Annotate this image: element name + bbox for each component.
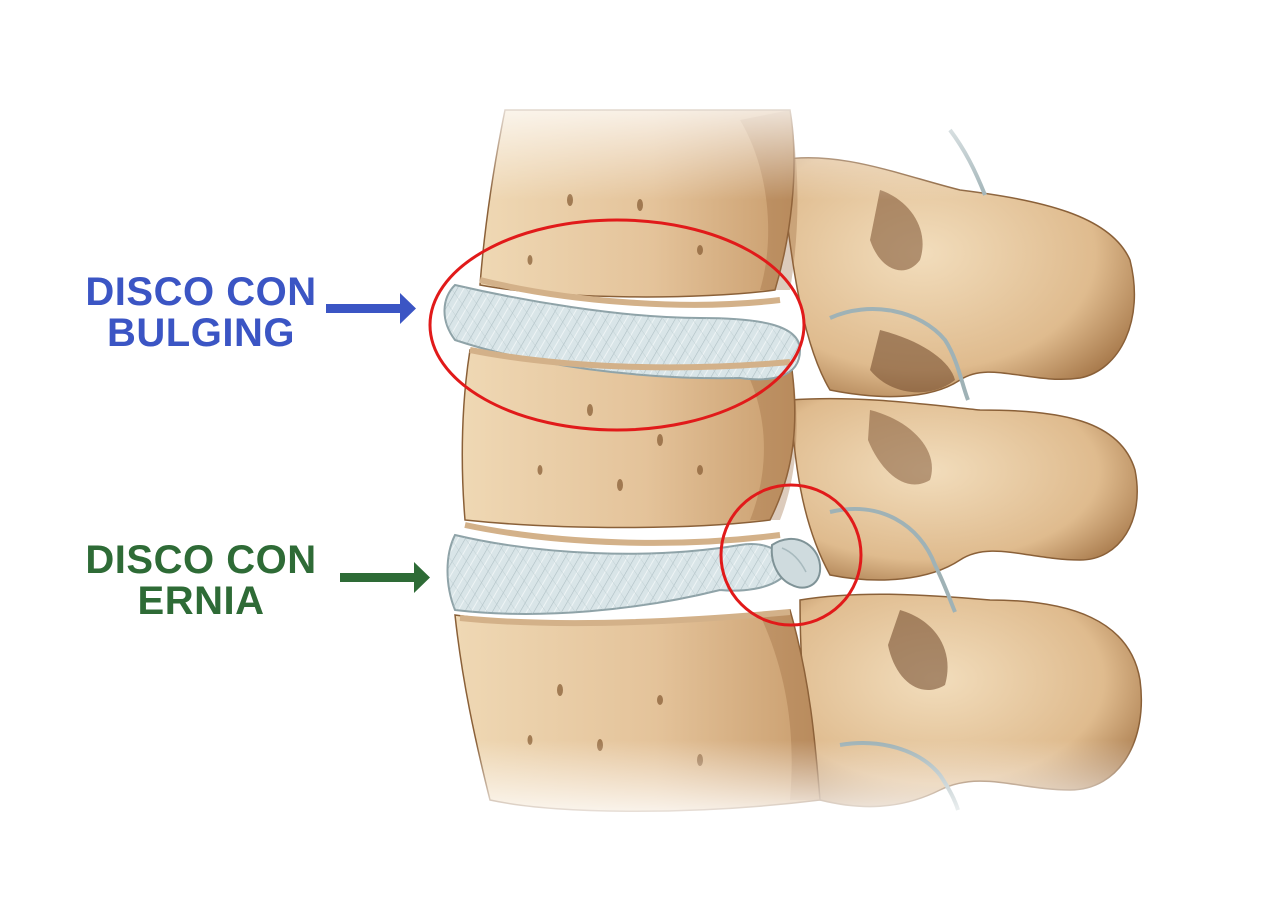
bulging-disc-label: DISCO CON BULGING	[70, 272, 332, 354]
hernia-highlight-ring	[719, 483, 863, 627]
arrow-right-icon	[326, 293, 416, 324]
ernia-label-line2: ERNIA	[137, 579, 265, 623]
herniated-disc	[446, 522, 822, 627]
bulging-disc	[443, 277, 802, 381]
ernia-label-line1: DISCO CON	[85, 538, 317, 582]
bulging-label-line2: BULGING	[107, 311, 295, 355]
bulging-label-line1: DISCO CON	[85, 270, 317, 314]
vertebral-bodies	[454, 109, 821, 812]
bulging-highlight-ring	[428, 218, 806, 432]
herniated-disc-label: DISCO CON ERNIA	[70, 540, 332, 622]
posterior-processes	[779, 128, 1142, 811]
arrow-right-icon	[340, 562, 430, 593]
